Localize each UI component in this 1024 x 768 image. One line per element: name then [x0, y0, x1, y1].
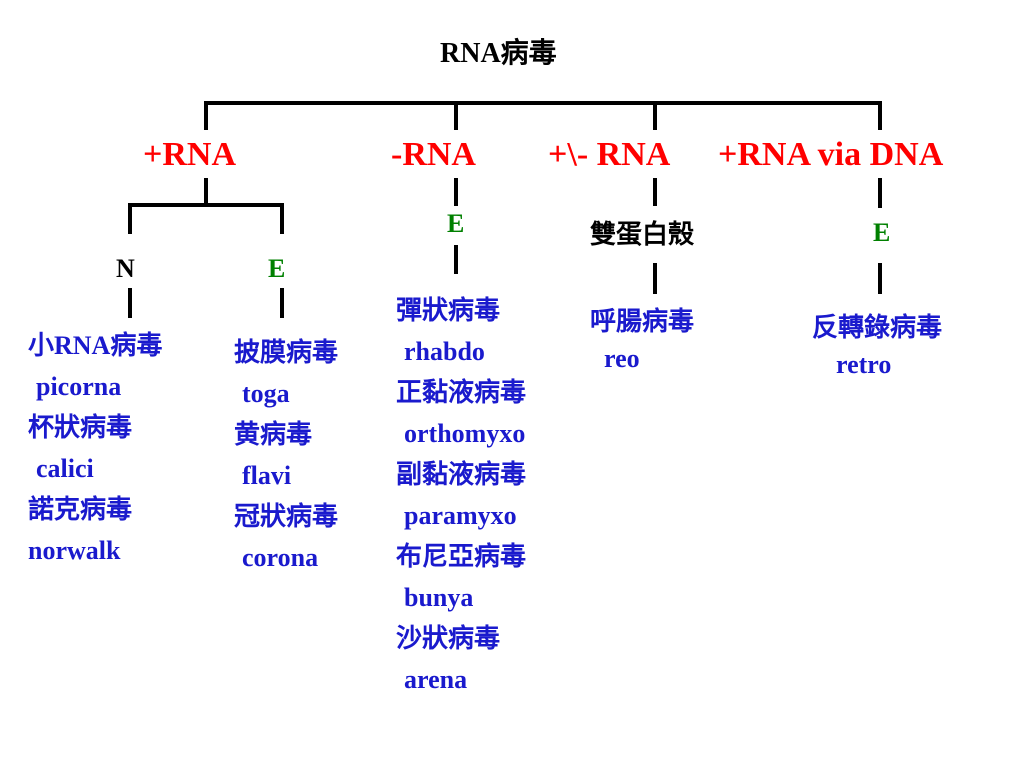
list-minus-rna: 彈狀病毒 rhabdo 正黏液病毒 orthomyxo 副黏液病毒 paramy…: [396, 290, 526, 700]
virus-name-zh: 反轉錄病毒: [812, 313, 943, 342]
category-rna-via-dna: +RNA via DNA: [718, 136, 944, 173]
virus-name-en: picorna: [36, 372, 122, 401]
diagram-title: RNA病毒: [440, 38, 557, 69]
virus-name-zh: 諾克病毒: [28, 495, 133, 524]
list-plus-rna-enveloped: 披膜病毒 toga 黄病毒 flavi 冠狀病毒 corona: [234, 332, 338, 578]
tag-enveloped-via-dna: E: [873, 218, 891, 247]
virus-name-zh: 冠狀病毒: [234, 502, 339, 531]
virus-name-en: flavi: [242, 461, 292, 490]
virus-name-zh: 布尼亞病毒: [396, 542, 527, 571]
double-capsid-label: 雙蛋白殼: [590, 220, 695, 249]
virus-name-en: rhabdo: [404, 337, 485, 366]
virus-name-zh: 沙狀病毒: [396, 624, 501, 653]
list-plus-rna-non-enveloped: 小RNA病毒 picorna 杯狀病毒 calici 諾克病毒 norwalk: [28, 325, 162, 571]
category-plus-rna: +RNA: [143, 136, 237, 173]
virus-name-zh: 呼腸病毒: [590, 307, 695, 336]
virus-name-en: calici: [36, 454, 94, 483]
list-rna-via-dna: 反轉錄病毒 retro: [812, 309, 942, 383]
virus-name-en: paramyxo: [404, 501, 517, 530]
tag-enveloped-plus-rna: E: [268, 254, 286, 283]
category-plus-minus-rna: +\- RNA: [548, 136, 671, 173]
tag-non-enveloped: N: [116, 254, 135, 283]
virus-name-en: bunya: [404, 583, 474, 612]
virus-name-en: reo: [604, 344, 640, 373]
list-plus-minus-rna: 呼腸病毒 reo: [590, 303, 694, 377]
virus-name-en: corona: [242, 543, 319, 572]
tag-enveloped-minus-rna: E: [447, 209, 465, 238]
virus-name-zh: 副黏液病毒: [396, 460, 527, 489]
virus-name-zh: 黄病毒: [234, 420, 313, 449]
virus-name-zh: 披膜病毒: [234, 338, 339, 367]
virus-name-zh: 杯狀病毒: [28, 413, 133, 442]
virus-name-en: norwalk: [28, 536, 121, 565]
category-minus-rna: -RNA: [391, 136, 476, 173]
virus-name-en: arena: [404, 665, 468, 694]
virus-name-en: toga: [242, 379, 290, 408]
virus-name-zh: 正黏液病毒: [396, 378, 527, 407]
virus-name-en: retro: [836, 350, 892, 379]
virus-name-en: orthomyxo: [404, 419, 526, 448]
virus-name-zh: 小RNA病毒: [28, 331, 163, 360]
virus-name-zh: 彈狀病毒: [396, 296, 501, 325]
